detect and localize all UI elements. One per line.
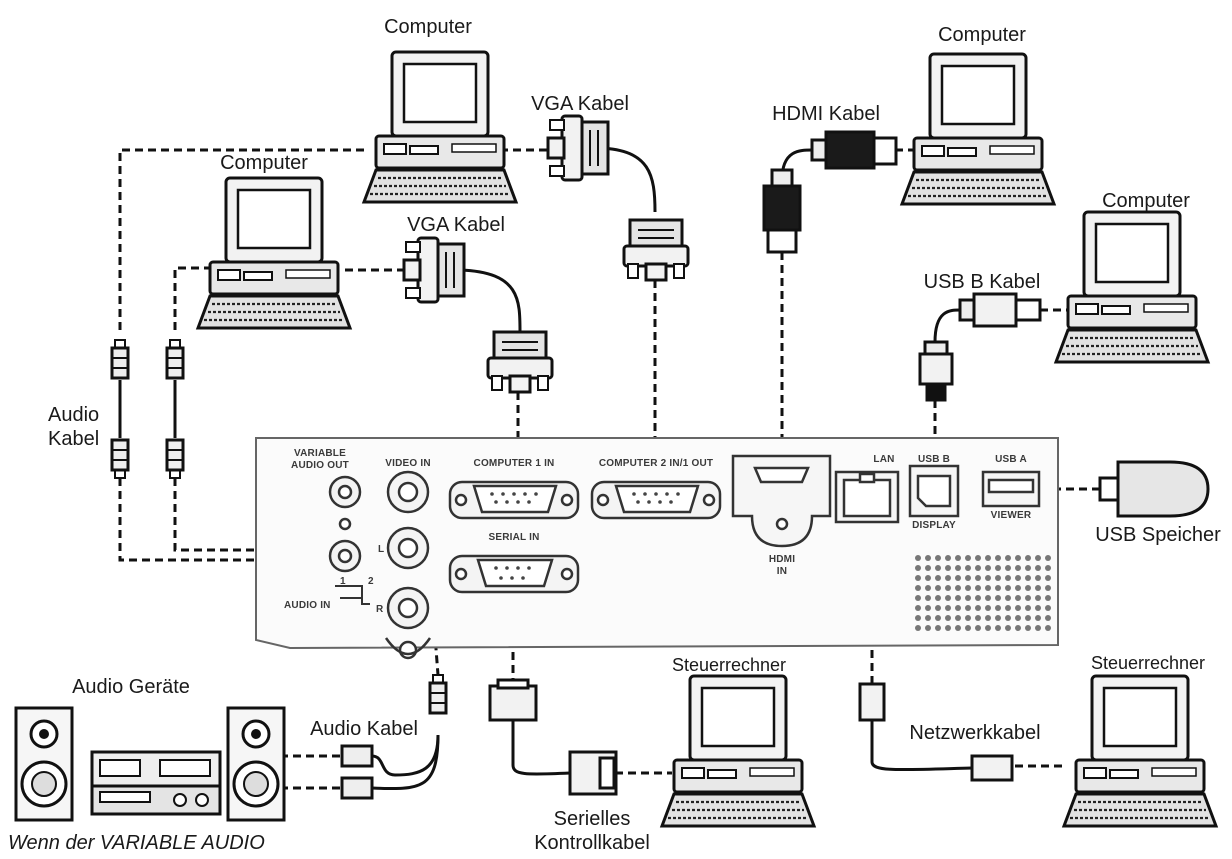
port-label-viewer: VIEWER [990,510,1032,521]
projector-panel [255,437,1059,660]
port-label-computer1-in: COMPUTER 1 IN [473,458,555,469]
computer-right-icon [1054,210,1210,364]
vga-connector-3 [622,218,690,282]
serial-cable-label-line2: Kontrollkabel [534,832,650,854]
usb-memory-stick [1098,460,1210,518]
audio-cable-label-line1: Audio [48,404,100,426]
vga-connector-4 [486,330,554,394]
usb-b-plug [918,292,1042,402]
computer-top-left-label: Computer [384,16,472,38]
serial-plugs [488,678,618,796]
port-label-variable: VARIABLE [294,448,346,459]
serial-cable-label-line1: Serielles [553,808,631,830]
port-label-hdmi: HDMI [768,554,796,565]
port-label-lan: LAN [873,454,895,465]
vga-cable-2-label: VGA Kabel [407,214,505,236]
port-label-audio-in: AUDIO IN [284,600,331,611]
usb-b-cable-label: USB B Kabel [923,271,1041,293]
port-label-usb-a: USB A [995,454,1027,465]
port-label-audio-out: AUDIO OUT [291,460,349,471]
computer-mid-left-icon [196,176,352,330]
network-plugs [858,682,1014,782]
hdmi-plug-horizontal [810,130,898,170]
usb-memory-label: USB Speicher [1095,524,1221,546]
hdmi-cable-label: HDMI Kabel [772,103,880,125]
port-label-l: L [378,544,385,555]
port-label-num-1: 1 [340,576,346,587]
port-label-num-2: 2 [368,576,374,587]
port-label-serial-in: SERIAL IN [488,532,540,543]
rca-plugs [340,744,374,800]
computer-top-right-label: Computer [938,24,1026,46]
steuerrechner-right-label: Steuerrechner [1090,653,1206,673]
port-label-video-in: VIDEO IN [385,458,431,469]
computer-right-label: Computer [1102,190,1190,212]
audio-devices-icon [14,706,286,822]
footnote: Wenn der VARIABLE AUDIO [8,832,265,854]
port-label-usb-b: USB B [917,454,951,465]
computer-top-left-icon [362,50,518,204]
audio-devices-label: Audio Geräte [72,676,190,698]
vga-connector-2 [402,236,466,304]
port-label-r: R [376,604,384,615]
steuerrechner-center-icon [660,674,816,828]
vga-cable-1-label: VGA Kabel [531,93,629,115]
port-label-display: DISPLAY [912,520,956,531]
port-label-computer2-in: COMPUTER 2 IN/1 OUT [598,458,714,469]
steuerrechner-center-label: Steuerrechner [671,655,787,675]
vga-connector-1 [546,114,610,182]
solid-cables [118,146,973,791]
hdmi-plug-vertical [762,168,802,254]
network-cable-label: Netzwerkkabel [909,722,1041,744]
steuerrechner-right-icon [1062,674,1218,828]
audio-cable-label-line2: Kabel [48,428,100,450]
port-label-hdmi-in: IN [776,566,788,577]
audio-cable-bottom-label: Audio Kabel [310,718,418,740]
computer-mid-left-label: Computer [220,152,308,174]
computer-top-right-icon [900,52,1056,206]
